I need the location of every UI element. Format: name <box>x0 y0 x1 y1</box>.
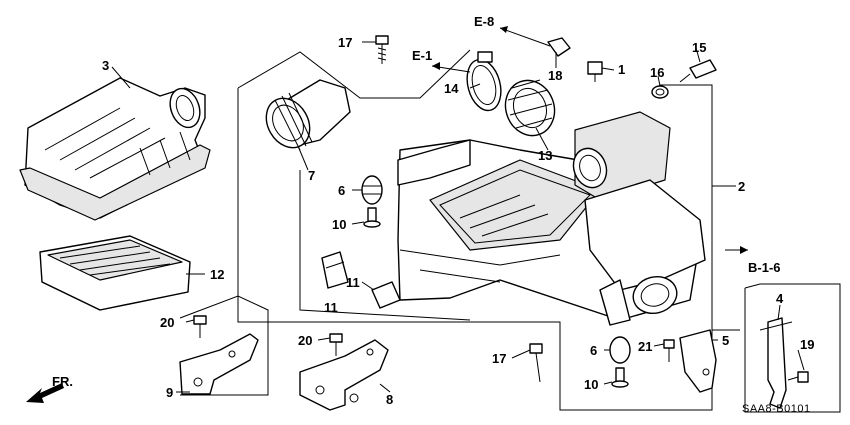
clip-11-a <box>321 251 349 289</box>
callout-17-top: 17 <box>338 35 352 50</box>
clip-18 <box>547 37 571 57</box>
callout-20-left: 20 <box>160 315 174 330</box>
callout-12: 12 <box>210 267 224 282</box>
callout-17-bottom: 17 <box>492 351 506 366</box>
mounting-rubber-6-lower <box>609 336 631 364</box>
bolt-20-center <box>329 333 343 356</box>
callout-8: 8 <box>386 392 393 407</box>
air-cleaner-cover <box>19 77 211 221</box>
callout-14: 14 <box>444 81 459 96</box>
mounting-rubber-6 <box>361 175 383 205</box>
frame-line-bracket-right <box>744 283 841 413</box>
callout-11-bottom: 11 <box>324 300 338 315</box>
callout-20-center: 20 <box>298 333 312 348</box>
grommet-16 <box>651 85 669 99</box>
frame-line-right <box>660 84 713 330</box>
screw-1 <box>587 61 603 82</box>
sensor-15 <box>679 59 717 83</box>
bracket-4 <box>759 317 793 409</box>
air-cleaner-case <box>397 111 706 326</box>
callout-18: 18 <box>548 68 562 83</box>
callout-3: 3 <box>102 58 109 73</box>
leader-lines <box>111 41 805 393</box>
callout-10-lower: 10 <box>584 377 598 392</box>
callout-1: 1 <box>618 62 625 77</box>
callout-10-upper: 10 <box>332 217 346 232</box>
ref-arrow-b16-icon <box>725 246 748 254</box>
bolt-17-top <box>375 35 389 64</box>
frame-line-top <box>237 49 471 99</box>
air-cleaner-element <box>39 235 191 311</box>
callout-4: 4 <box>776 291 784 306</box>
ref-label-e8: E-8 <box>474 14 494 29</box>
bolt-19 <box>787 371 809 383</box>
clip-11-b <box>371 281 401 309</box>
callout-5: 5 <box>722 333 729 348</box>
callout-21: 21 <box>638 339 652 354</box>
ref-arrow-e8-icon <box>499 26 551 47</box>
bracket-9 <box>179 333 259 395</box>
frame-line-inner <box>299 170 471 321</box>
callout-9: 9 <box>166 385 173 400</box>
ref-label-e1: E-1 <box>412 48 432 63</box>
frame-line-bracket-9 <box>179 295 269 396</box>
front-arrow-icon <box>26 383 64 403</box>
callout-16: 16 <box>650 65 664 80</box>
collar-10 <box>363 207 381 228</box>
ref-label-b16: B-1-6 <box>748 260 781 275</box>
callout-13: 13 <box>538 148 552 163</box>
front-label: FR. <box>52 374 73 389</box>
bracket-8 <box>299 339 389 411</box>
callout-7: 7 <box>308 168 315 183</box>
bracket-5 <box>679 329 717 393</box>
ref-arrow-e1-icon <box>431 62 471 73</box>
diagram-code: SAA8-B0101 <box>742 403 811 415</box>
band-clamp <box>466 51 502 112</box>
bolt-21 <box>663 339 675 362</box>
callout-11-right: 11 <box>346 275 360 290</box>
collar-10-lower <box>611 367 629 388</box>
callout-6-lower: 6 <box>590 343 597 358</box>
callout-19: 19 <box>800 337 814 352</box>
intake-tube <box>265 79 351 151</box>
callout-2: 2 <box>738 179 745 194</box>
callout-6-upper: 6 <box>338 183 345 198</box>
callout-15: 15 <box>692 40 706 55</box>
bolt-20-left <box>193 315 207 338</box>
air-intake-joint <box>504 79 556 137</box>
bolt-17-bottom <box>529 343 543 383</box>
